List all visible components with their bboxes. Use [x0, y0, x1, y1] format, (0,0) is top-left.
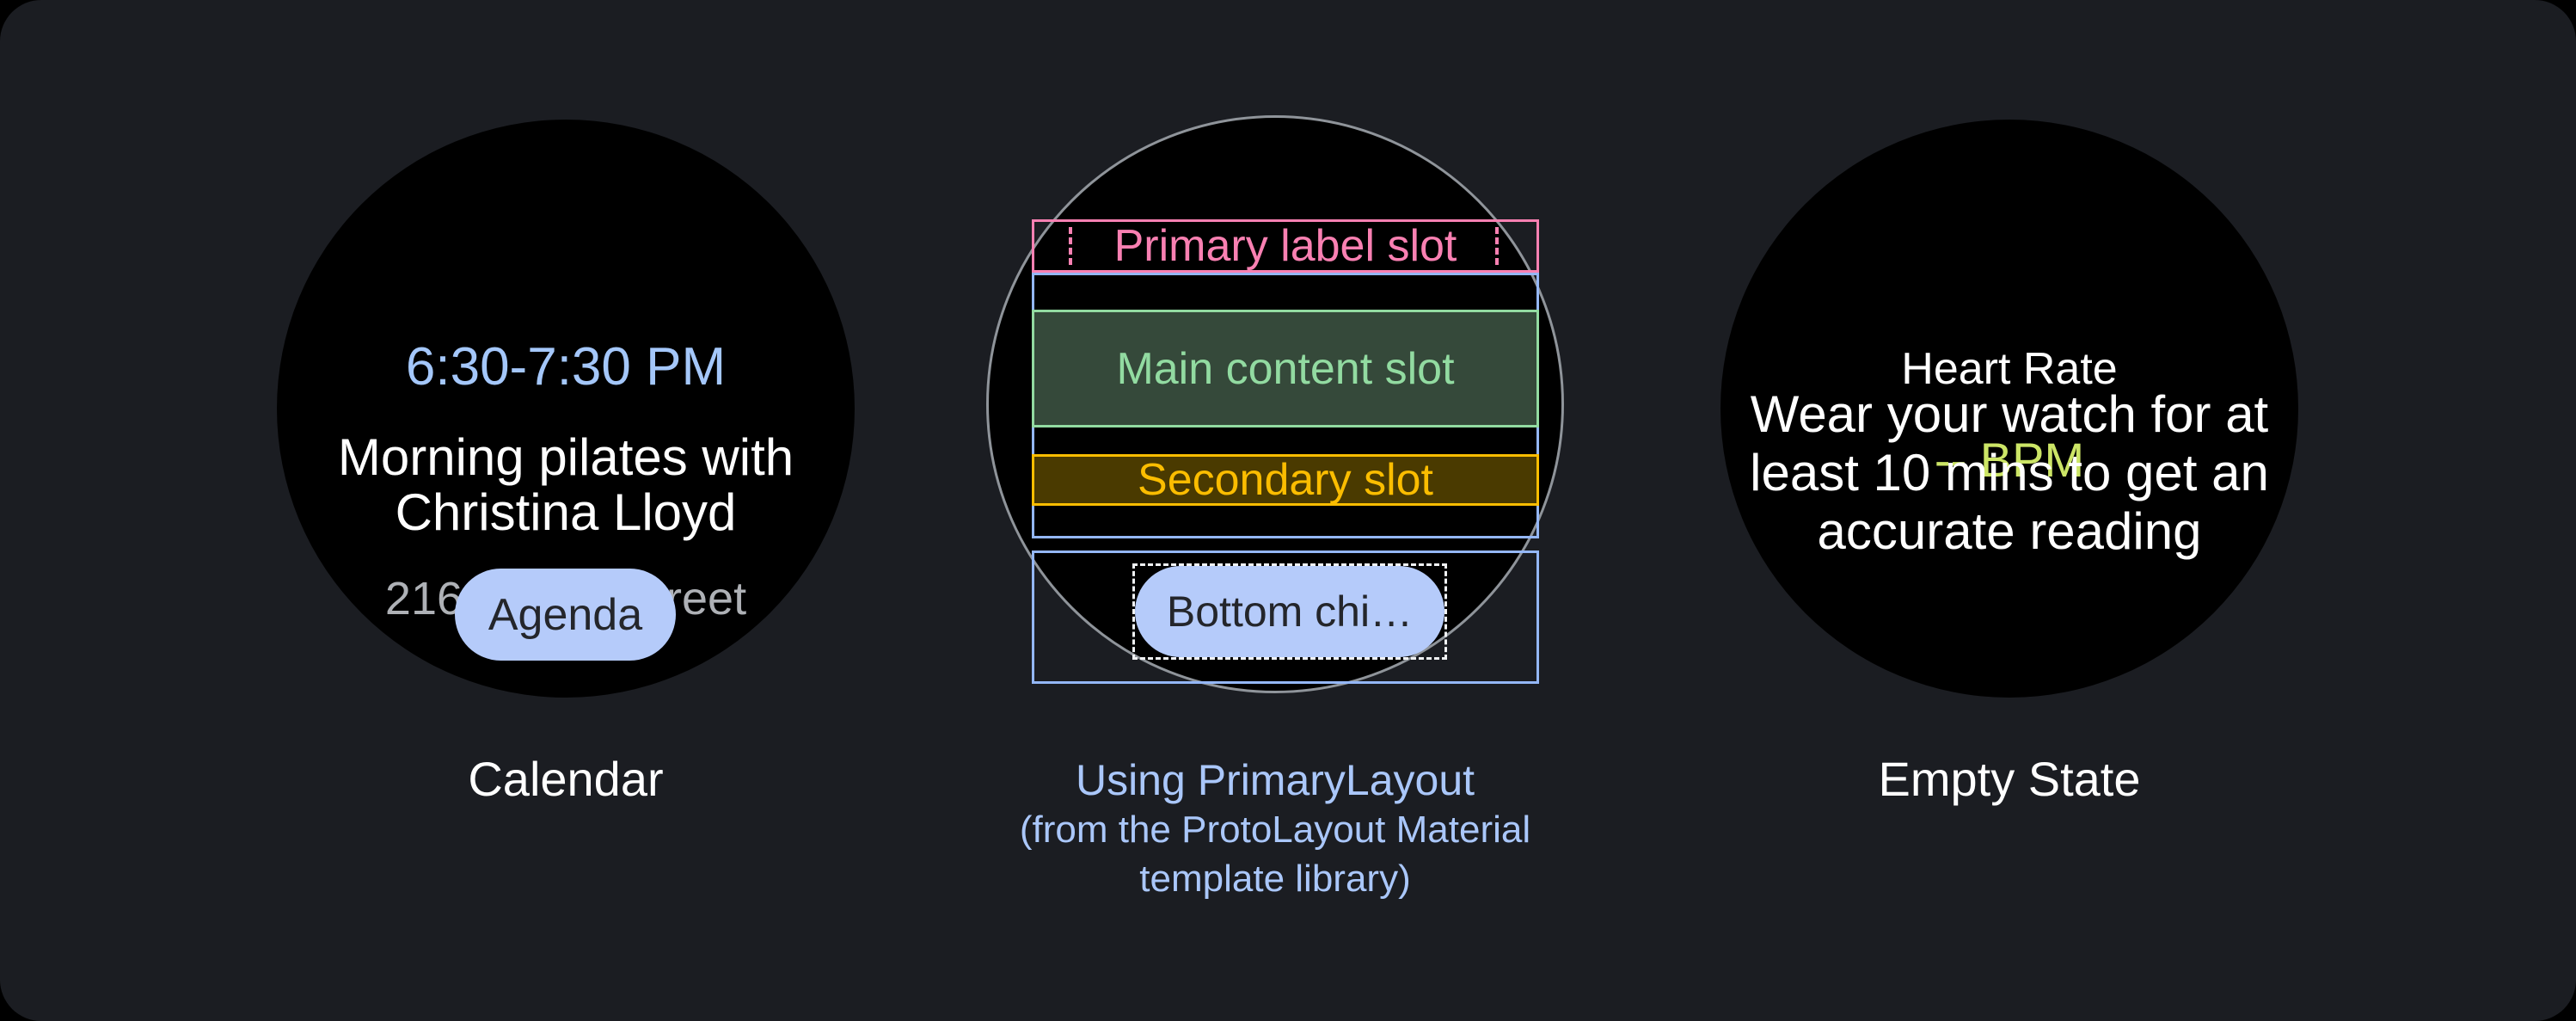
primary-label-slot-box: Primary label slot: [1032, 219, 1539, 273]
primary-layout-subcaption-line-1: (from the ProtoLayout Material: [1019, 809, 1531, 851]
primary-layout-subcaption-line-2: template library): [1139, 858, 1411, 900]
event-title-line-2: Christina Lloyd: [395, 483, 737, 541]
empty-state-body-text: Wear your watch for at least 10 mins to …: [1720, 385, 2298, 561]
event-time-text: 6:30-7:30 PM: [405, 337, 727, 397]
calendar-watch-screen: 6:30-7:30 PM Morning pilates with Christ…: [277, 120, 855, 698]
main-content-slot-box: Main content slot: [1032, 310, 1539, 427]
agenda-chip[interactable]: Agenda: [455, 569, 676, 661]
empty-state-caption: Empty State: [1878, 752, 2141, 806]
primary-layout-subcaption: (from the ProtoLayout Material template …: [986, 805, 1564, 903]
agenda-chip-label: Agenda: [488, 589, 643, 640]
empty-state-body-line-2: least 10 mins to get an: [1750, 444, 2269, 501]
dash-guide-left: [1069, 227, 1072, 265]
bottom-chip-selection-outline: Bottom chi…: [1132, 563, 1447, 660]
heart-rate-title-text: Heart Rate: [1901, 344, 2118, 394]
secondary-slot-text: Secondary slot: [1138, 455, 1433, 505]
layout-slot-container-lower: [1032, 550, 1539, 684]
primary-label-slot-text: Primary label slot: [1113, 221, 1457, 271]
bpm-value-text: -- BPM: [1934, 433, 2085, 487]
heart-rate-watch-screen: Heart Rate -- BPM Wear your watch for at…: [1720, 120, 2298, 698]
event-title-line-1: Morning pilates with: [337, 428, 794, 486]
dash-guide-right: [1495, 227, 1499, 265]
secondary-slot-box: Secondary slot: [1032, 454, 1539, 506]
bottom-chip-label: Bottom chi…: [1166, 587, 1414, 636]
empty-state-body-line-1: Wear your watch for at: [1750, 385, 2269, 443]
primary-layout-caption: Using PrimaryLayout: [1075, 756, 1475, 804]
bottom-chip[interactable]: Bottom chi…: [1135, 566, 1444, 657]
empty-state-body-line-3: accurate reading: [1817, 502, 2202, 560]
event-title-text: Morning pilates with Christina Lloyd: [277, 430, 855, 540]
main-content-slot-text: Main content slot: [1116, 343, 1455, 394]
calendar-caption: Calendar: [468, 752, 664, 806]
